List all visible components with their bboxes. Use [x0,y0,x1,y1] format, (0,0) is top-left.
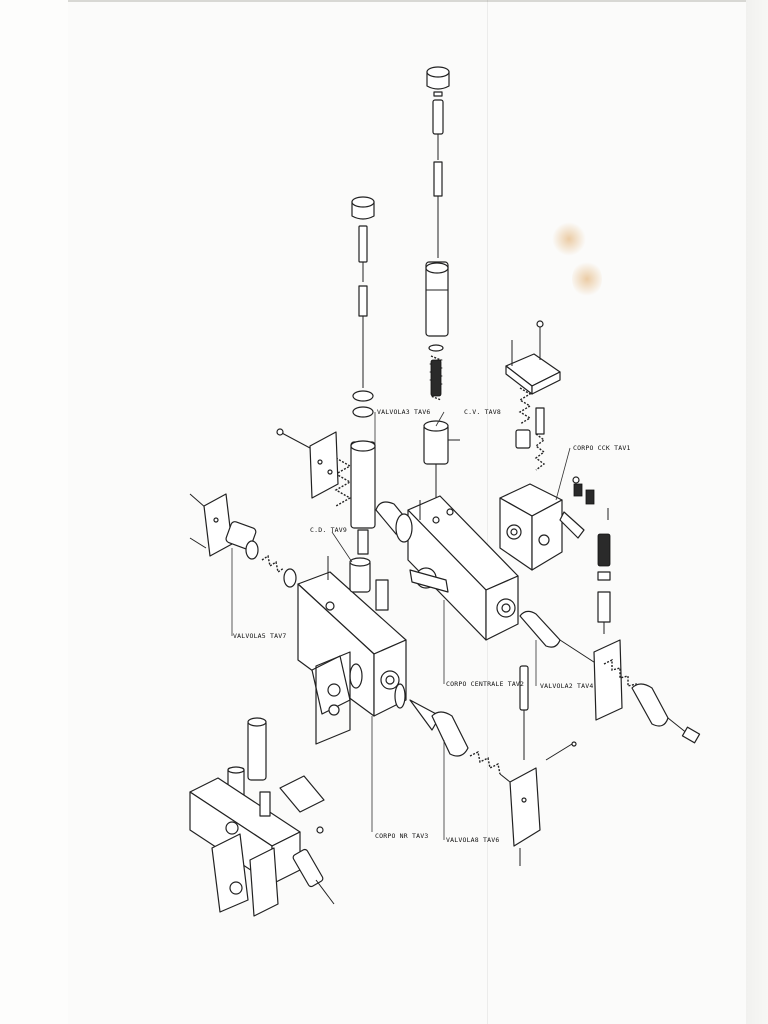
upper-valve-stack-left [334,196,376,555]
side-cover-plate [276,428,339,499]
scan-top-edge [68,0,758,2]
corpo-centrale-block [375,495,519,641]
label-corpo-nr: CORPO NR TAV3 [375,832,428,840]
label-valvola5: VALVOLA5 TAV7 [233,632,286,640]
rust-stain [572,260,602,298]
lower-right-plate [509,665,577,866]
page-margin-left [0,0,68,1024]
label-valvola3: VALVOLA3 TAV6 [377,408,430,416]
corpo-cck-block [499,320,609,571]
label-corpo-cck: CORPO CCK TAV1 [573,444,631,452]
leader-lines [231,411,571,840]
corpo-nr-block [297,556,407,745]
upper-valve-stack-right [423,66,460,500]
part-labels: VALVOLA3 TAV6 C.V. TAV8 CORPO CCK TAV1 C… [233,408,631,844]
label-valvola2: VALVOLA2 TAV4 [540,682,593,690]
valvola8-assembly [409,699,521,791]
label-cv-tav8: C.V. TAV8 [464,408,501,416]
assembled-valve-view [189,717,335,917]
label-corpo-centrale: CORPO CENTRALE TAV2 [446,680,524,688]
valvola2-assembly [519,610,701,744]
label-cd-tav9: C.D. TAV9 [310,526,347,534]
valvola5-assembly [189,493,297,588]
label-valvola8: VALVOLA8 TAV6 [446,836,499,844]
page-fold-line [487,0,488,1024]
rust-stain [552,222,586,256]
spring-parts-right [597,533,611,634]
page-margin-right [746,0,768,1024]
